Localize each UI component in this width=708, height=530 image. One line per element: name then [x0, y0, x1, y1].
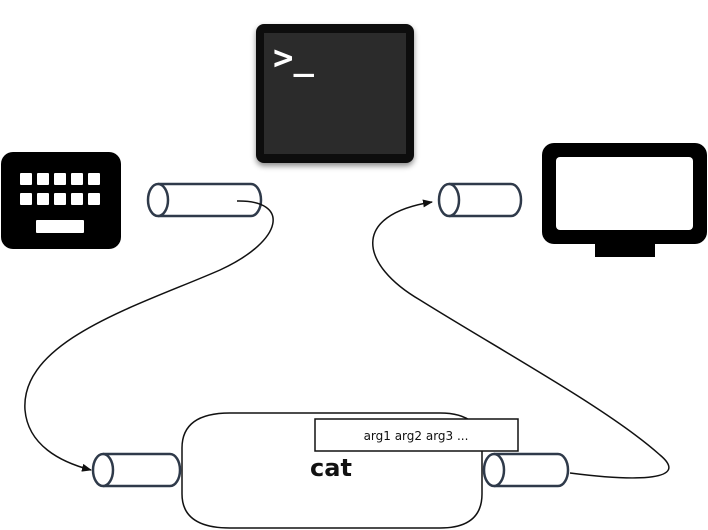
- process-label: cat: [310, 454, 352, 482]
- arguments-box: arg1 arg2 arg3 ...: [314, 418, 519, 452]
- terminal-icon: >_: [256, 24, 414, 163]
- stdout-pipe: [482, 452, 570, 488]
- monitor-icon: [542, 143, 707, 257]
- stdout-to-screen-arrow: [372, 199, 670, 479]
- terminal-prompt: >_: [273, 38, 314, 78]
- keyboard-icon: [1, 152, 121, 249]
- arguments-label: arg1 arg2 arg3 ...: [364, 429, 469, 443]
- keyboard-to-stdin-arrow: [24, 200, 274, 472]
- screen-input-pipe: [437, 182, 523, 218]
- keyboard-output-pipe: [146, 182, 263, 218]
- stdin-pipe: [91, 452, 182, 488]
